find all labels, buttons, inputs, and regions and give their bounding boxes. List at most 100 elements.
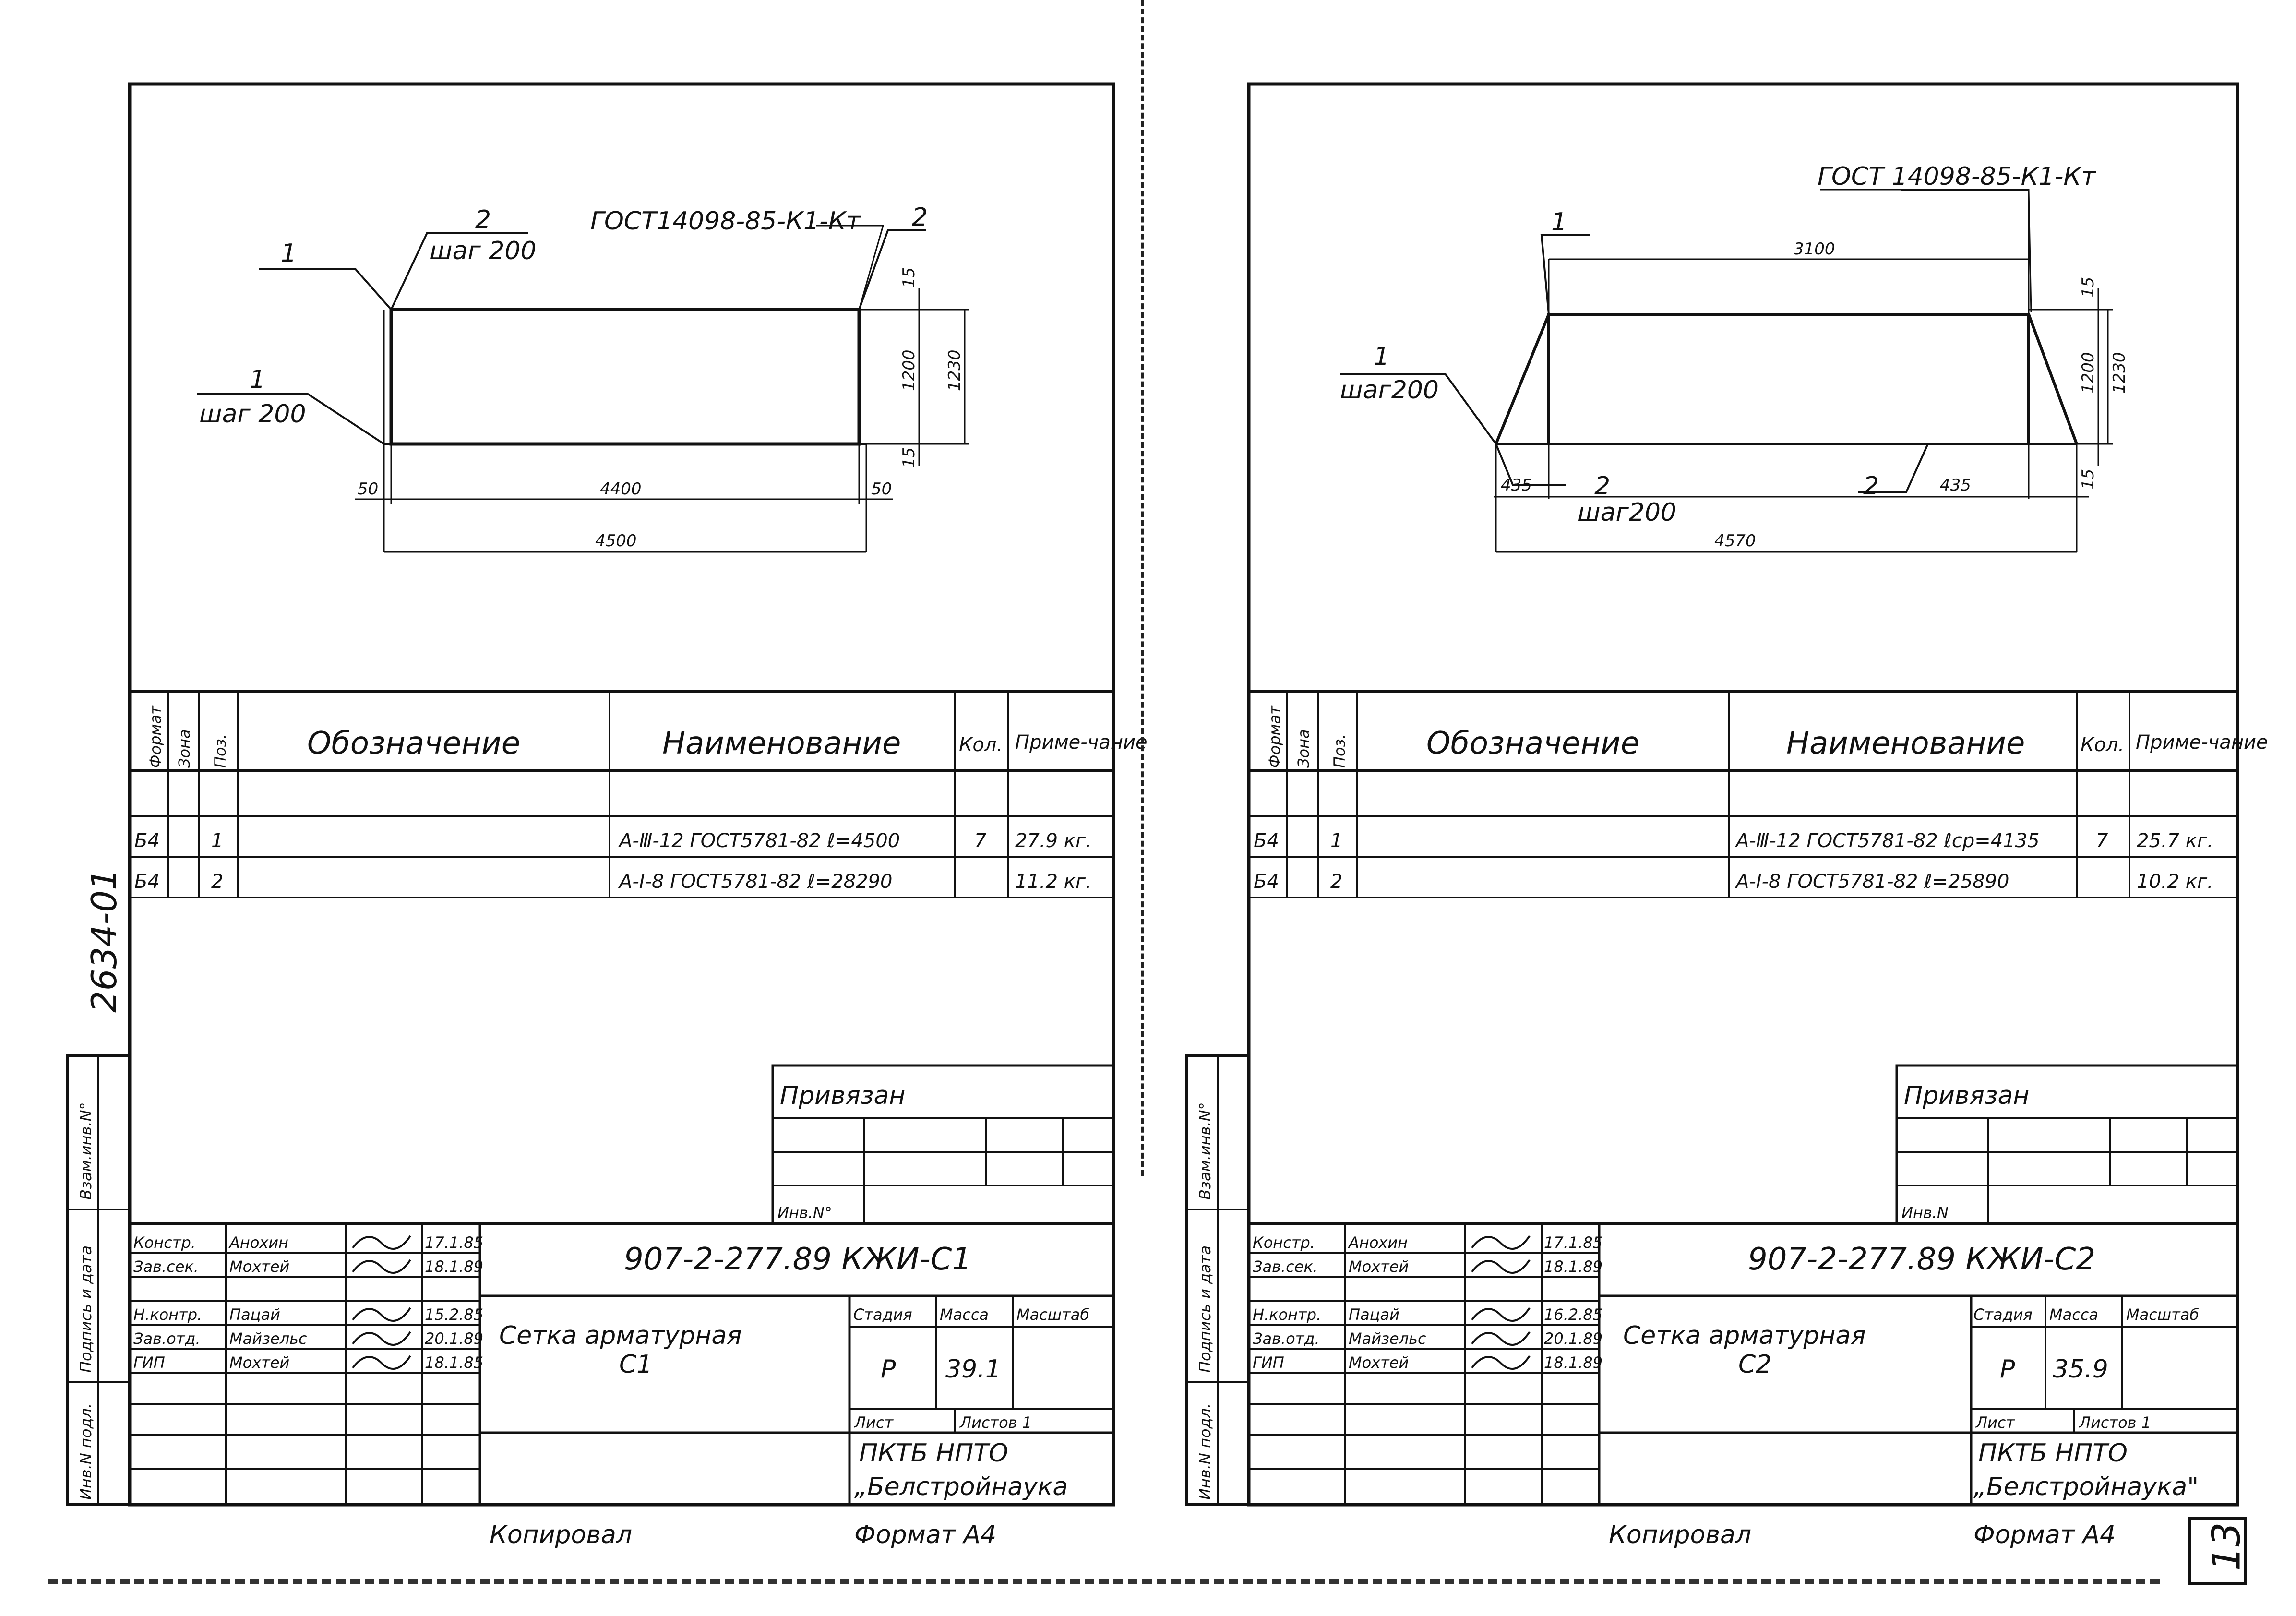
role-1: Констр. <box>1253 1233 1315 1252</box>
name-1: Анохин <box>228 1233 288 1252</box>
pos-bottom-right: 2 <box>1863 472 1879 501</box>
inv-no: Инв.N <box>1901 1204 1949 1222</box>
sheet-left-drawing: Взам.инв.N° Подпись и дата Инв.N подл. 1… <box>66 82 1148 1549</box>
name-1: Анохин <box>1348 1233 1408 1252</box>
date-2: 18.1.89 <box>1544 1257 1602 1276</box>
date-1: 17.1.85 <box>425 1233 483 1252</box>
date-3: 15.2.85 <box>425 1305 483 1324</box>
hdr-name: Наименование <box>1786 726 2025 761</box>
step-top: шаг 200 <box>430 237 537 265</box>
hdr-pos: Поз. <box>211 734 229 768</box>
gost-label: ГОСТ 14098-85-К1-Кт <box>1818 162 2096 191</box>
sheets-label: Листов 1 <box>2079 1413 2151 1432</box>
side-label-inv-podl: Инв.N подл. <box>77 1403 95 1500</box>
row1-format: Б4 <box>134 830 160 852</box>
org-line2: „Белстройнаука" <box>1973 1472 2199 1501</box>
hdr-format: Формат <box>146 705 165 768</box>
name-4: Майзельс <box>1349 1329 1426 1348</box>
scan-edge-noise <box>48 1579 2160 1584</box>
row2-note: 10.2 кг. <box>2137 871 2213 893</box>
doc-code: 907-2-277.89 КЖИ-С2 <box>1748 1242 2095 1277</box>
signature-1 <box>352 1235 411 1250</box>
date-2: 18.1.89 <box>425 1257 483 1276</box>
scale-label: Масштаб <box>2126 1305 2199 1324</box>
name-2: Мохтей <box>229 1257 289 1276</box>
side-label-podpis: Подпись и дата <box>77 1245 95 1373</box>
role-3: Н.контр. <box>1253 1305 1321 1324</box>
date-5: 18.1.85 <box>425 1353 483 1372</box>
pos-top-center: 2 <box>475 205 491 234</box>
mass-label: Масса <box>940 1305 989 1324</box>
step-left: шаг 200 <box>199 400 306 429</box>
frame <box>1247 82 2239 1507</box>
signature-2 <box>1471 1259 1531 1274</box>
step-left: шаг200 <box>1340 376 1439 405</box>
dim-50-left: 50 <box>358 479 378 499</box>
sheets-label: Листов 1 <box>959 1413 1032 1432</box>
sheet-left: Взам.инв.N° Подпись и дата Инв.N подл. 1… <box>66 82 1148 1549</box>
date-1: 17.1.85 <box>1544 1233 1602 1252</box>
title-line2: С1 <box>619 1350 652 1379</box>
mass-value: 39.1 <box>945 1355 1001 1384</box>
pos-top-right: 2 <box>912 203 928 232</box>
dim-435-right: 435 <box>1940 476 1971 495</box>
pos-left: 1 <box>1374 342 1389 371</box>
signature-5 <box>352 1355 411 1370</box>
row1-name: А-Ⅲ-12 ГОСТ5781-82 ℓ=4500 <box>618 830 900 852</box>
org-line1: ПКТБ НПТО <box>859 1439 1008 1468</box>
dim-1200: 1200 <box>899 349 919 391</box>
row1-note: 25.7 кг. <box>2137 830 2213 852</box>
hdr-qty: Кол. <box>959 734 1003 756</box>
side-code: 2634-01 <box>84 868 124 1013</box>
row1-pos: 1 <box>211 830 223 852</box>
scale-label: Масштаб <box>1016 1305 1089 1324</box>
row2-pos: 2 <box>211 871 223 893</box>
dim-1200: 1200 <box>2079 352 2098 394</box>
hdr-designation: Обозначение <box>1426 726 1639 761</box>
row1-qty: 7 <box>2096 830 2108 852</box>
inv-no: Инв.N° <box>777 1204 832 1222</box>
role-2: Зав.сек. <box>133 1257 199 1276</box>
hdr-name: Наименование <box>662 726 901 761</box>
stage-value: Р <box>2000 1355 2015 1384</box>
stage-value: Р <box>881 1355 896 1384</box>
signature-3 <box>1471 1307 1531 1322</box>
sheet-label: Лист <box>1975 1413 2015 1432</box>
stage-label: Стадия <box>1973 1305 2033 1324</box>
copied-label: Копировал <box>1609 1520 1751 1549</box>
hdr-zone: Зона <box>175 729 193 768</box>
hdr-zone: Зона <box>1294 729 1313 768</box>
format-label: Формат А4 <box>1973 1520 2116 1549</box>
dim-435-left: 435 <box>1501 476 1532 495</box>
title-line2: С2 <box>1738 1350 1771 1379</box>
sheet-right-drawing: Взам.инв.N° Подпись и дата Инв.N подл. 1… <box>1185 82 2268 1549</box>
hdr-qty: Кол. <box>2081 734 2124 756</box>
date-4: 20.1.89 <box>425 1329 483 1348</box>
hdr-note: Приме-чание <box>1015 731 1148 754</box>
privyazan: Привязан <box>780 1081 905 1110</box>
role-4: Зав.отд. <box>1253 1329 1320 1348</box>
dim-15-top: 15 <box>2079 277 2098 298</box>
dim-50-right: 50 <box>871 479 892 499</box>
dim-1230: 1230 <box>945 349 964 391</box>
privyazan: Привязан <box>1904 1081 2029 1110</box>
name-2: Мохтей <box>1349 1257 1409 1276</box>
row1-note: 27.9 кг. <box>1015 830 1092 852</box>
row2-note: 11.2 кг. <box>1015 871 1092 893</box>
copied-label: Копировал <box>490 1520 632 1549</box>
name-4: Майзельс <box>229 1329 307 1348</box>
hdr-note: Приме-чание <box>2136 731 2268 754</box>
mesh-outline <box>389 308 861 446</box>
dim-4400: 4400 <box>600 479 642 499</box>
row2-pos: 2 <box>1330 871 1342 893</box>
role-3: Н.контр. <box>133 1305 202 1324</box>
step-bottom: шаг200 <box>1578 498 1676 527</box>
role-5: ГИП <box>133 1353 165 1372</box>
row1-qty: 7 <box>974 830 987 852</box>
org-line1: ПКТБ НПТО <box>1978 1439 2128 1468</box>
title-line1: Сетка арматурная <box>1623 1321 1866 1350</box>
pos-bottom-left: 2 <box>1594 472 1610 501</box>
hdr-designation: Обозначение <box>307 726 520 761</box>
gost-label: ГОСТ14098-85-К1-Кт <box>590 207 861 236</box>
pos-top-left: 1 <box>1551 208 1567 237</box>
